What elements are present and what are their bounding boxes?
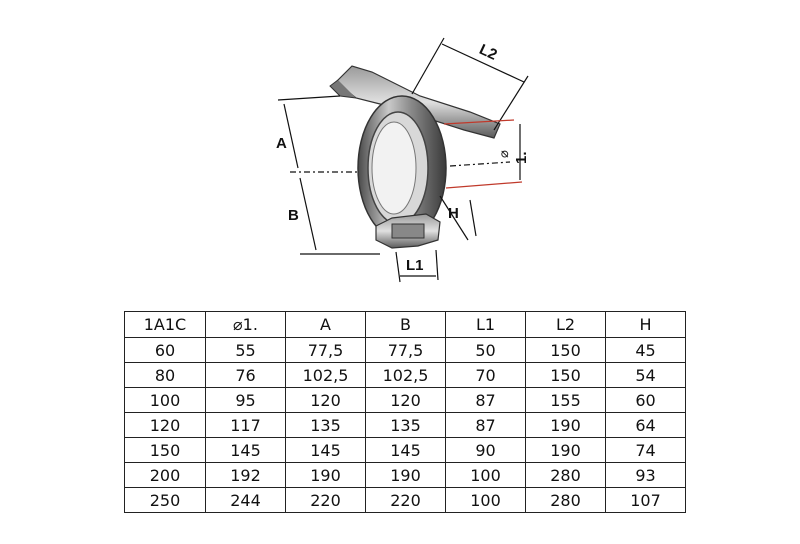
table-cell: 145 (205, 437, 286, 463)
table-cell: 50 (445, 337, 526, 363)
table-cell: 90 (445, 437, 526, 463)
column-header: B (365, 311, 446, 338)
table-cell: 54 (605, 362, 686, 388)
table-row: 250 244 220 220 100 280 107 (124, 487, 686, 513)
column-header: A (285, 311, 366, 338)
diameter-reference-lines (443, 119, 523, 189)
table-cell: 120 (124, 412, 206, 438)
table-cell: 87 (445, 412, 526, 438)
table-cell: 102,5 (365, 362, 446, 388)
table-row: 200 192 190 190 100 280 93 (124, 462, 686, 488)
table-cell: 250 (124, 487, 206, 513)
table-cell: 135 (365, 412, 446, 438)
table-cell: 100 (124, 387, 206, 413)
table-cell: 55 (205, 337, 286, 363)
table-row: 150 145 145 145 90 190 74 (124, 437, 686, 463)
table-cell: 120 (285, 387, 366, 413)
table-row: 100 95 120 120 87 155 60 (124, 387, 686, 413)
table-cell: 60 (124, 337, 206, 363)
clamp-illustration (329, 65, 501, 249)
table-cell: 74 (605, 437, 686, 463)
table-cell: 45 (605, 337, 686, 363)
table-cell: 87 (445, 387, 526, 413)
column-header: L1 (445, 311, 526, 338)
table-cell: 280 (525, 487, 606, 513)
dimension-label-h: H (448, 205, 459, 222)
table-cell: 93 (605, 462, 686, 488)
table-cell: 150 (525, 362, 606, 388)
table-row: 120 117 135 135 87 190 64 (124, 412, 686, 438)
table-cell: 60 (605, 387, 686, 413)
table-cell: 220 (365, 487, 446, 513)
column-header: H (605, 311, 686, 338)
column-header: ⌀1. (205, 311, 286, 338)
dimension-label-a: A (276, 135, 287, 152)
table-cell: 150 (124, 437, 206, 463)
table-cell: 117 (205, 412, 286, 438)
table-cell: 77,5 (285, 337, 366, 363)
dimensions-table: 1A1C ⌀1. A B L1 L2 H 60 55 77,5 77,5 50 … (124, 311, 686, 513)
clamp-diagram: A B L2 ⌀ 1. H L1 (276, 37, 530, 283)
table-header-row: 1A1C ⌀1. A B L1 L2 H (124, 311, 686, 338)
table-cell: 220 (285, 487, 366, 513)
table-row: 80 76 102,5 102,5 70 150 54 (124, 362, 686, 388)
table-cell: 244 (205, 487, 286, 513)
dimension-lines (277, 37, 529, 283)
dimension-label-diameter: 1. (513, 151, 530, 164)
table-cell: 192 (205, 462, 286, 488)
dimension-label-l2: L2 (477, 41, 500, 64)
table-row: 60 55 77,5 77,5 50 150 45 (124, 337, 686, 363)
table-cell: 190 (525, 412, 606, 438)
table-cell: 102,5 (285, 362, 366, 388)
table-cell: 95 (205, 387, 286, 413)
table-cell: 64 (605, 412, 686, 438)
dimension-label-diameter-symbol: ⌀ (496, 150, 511, 158)
table-cell: 120 (365, 387, 446, 413)
table-cell: 77,5 (365, 337, 446, 363)
column-header: 1A1C (124, 311, 206, 338)
table-cell: 70 (445, 362, 526, 388)
table-cell: 145 (365, 437, 446, 463)
table-cell: 145 (285, 437, 366, 463)
dimension-label-b: B (288, 207, 299, 224)
table-cell: 190 (525, 437, 606, 463)
table-cell: 190 (285, 462, 366, 488)
table-cell: 280 (525, 462, 606, 488)
table-cell: 190 (365, 462, 446, 488)
table-cell: 150 (525, 337, 606, 363)
dimension-label-l1: L1 (406, 257, 424, 274)
table-cell: 155 (525, 387, 606, 413)
column-header: L2 (525, 311, 606, 338)
table-cell: 135 (285, 412, 366, 438)
table-cell: 100 (445, 462, 526, 488)
table-cell: 80 (124, 362, 206, 388)
table-cell: 76 (205, 362, 286, 388)
table-cell: 100 (445, 487, 526, 513)
table-cell: 200 (124, 462, 206, 488)
table-cell: 107 (605, 487, 686, 513)
